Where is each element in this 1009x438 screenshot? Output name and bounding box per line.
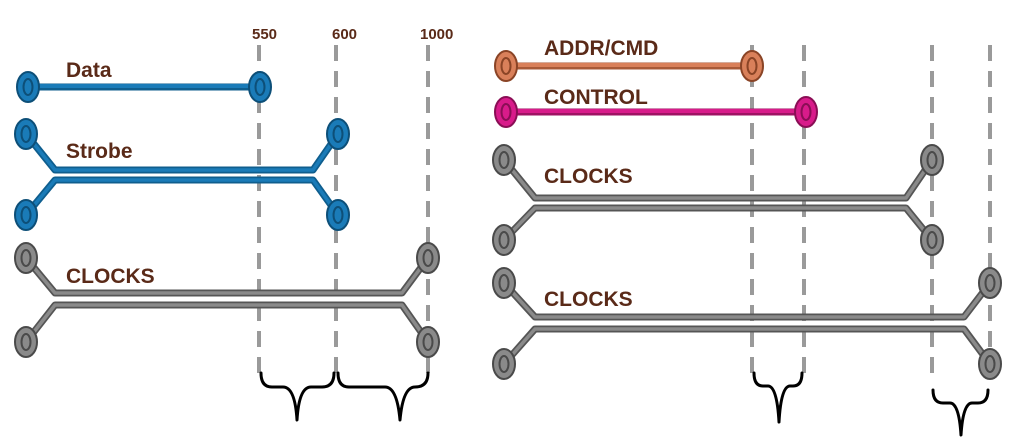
addr-cmd-pad-right <box>740 50 764 82</box>
control-pad-right <box>794 96 818 128</box>
right-clocks-1-pads <box>492 144 944 256</box>
right-clocks-1-trace <box>500 156 936 244</box>
strobe-pads <box>14 118 350 231</box>
control-pad-left <box>494 96 518 128</box>
right-braces <box>752 371 990 437</box>
data-label: Data <box>66 59 112 82</box>
left-clocks-trace <box>22 254 432 346</box>
data-pad-left <box>16 71 40 103</box>
brace-addr-control <box>752 371 804 424</box>
right-clocks-2-label: CLOCKS <box>544 288 633 311</box>
right-clocks-1-label: CLOCKS <box>544 165 633 188</box>
control-trace <box>494 96 818 128</box>
addr-cmd-trace <box>494 50 764 82</box>
left-clocks-label: CLOCKS <box>66 265 155 288</box>
brace-clocks-skew <box>931 388 990 437</box>
left-clocks-pads <box>14 242 440 358</box>
data-pad-right <box>248 71 272 103</box>
brace-600-1000 <box>336 371 430 422</box>
right-clocks-2-pads <box>492 267 1002 380</box>
strobe-label: Strobe <box>66 140 133 163</box>
left-braces <box>259 371 430 422</box>
right-clocks-2-trace <box>500 279 994 368</box>
marker-600: 600 <box>332 26 357 43</box>
marker-550: 550 <box>252 26 277 43</box>
control-label: CONTROL <box>544 86 648 109</box>
marker-1000: 1000 <box>420 26 453 43</box>
data-trace <box>16 71 272 103</box>
addr-cmd-pad-left <box>494 50 518 82</box>
brace-550-600 <box>259 371 336 422</box>
strobe-trace <box>22 130 342 219</box>
addr-cmd-label: ADDR/CMD <box>544 37 658 60</box>
